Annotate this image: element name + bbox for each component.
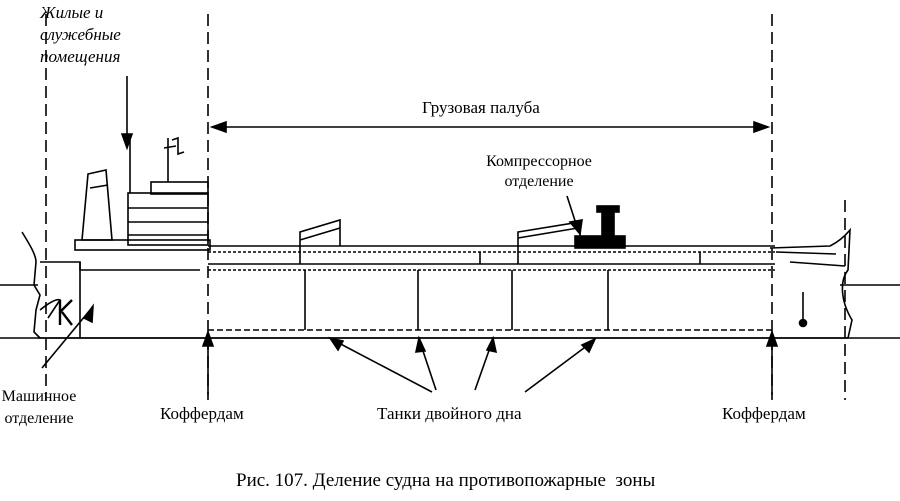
engine-line-1: Машинное <box>1 388 77 405</box>
compressor-line-2: отделение <box>504 173 574 190</box>
hull <box>21 227 853 339</box>
zone-boundaries <box>45 14 846 400</box>
engine-line-2: отделение <box>4 410 74 427</box>
double-bottom-tanks-label: Танки двойного дна <box>377 404 522 423</box>
cofferdam-left-label: Коффердам <box>160 404 244 423</box>
cofferdam-right-label: Коффердам <box>722 404 806 423</box>
deck-equipment <box>299 205 626 264</box>
living-line-2: служебные <box>40 25 121 44</box>
leader-arrows <box>41 76 779 395</box>
cargo-deck-label: Грузовая палуба <box>422 98 540 117</box>
engine-room-label: Машинное отделение <box>0 386 78 430</box>
cargo-deck-arrow <box>209 120 771 134</box>
compressor-room-label: Компрессорное отделение <box>474 152 604 192</box>
compressor-line-1: Компрессорное <box>486 153 592 170</box>
living-quarters-label: Жилые и служебные помещения <box>40 2 121 68</box>
living-line-1: Жилые и <box>40 3 104 22</box>
figure-caption: Рис. 107. Деление судна на противопожарн… <box>236 470 656 491</box>
superstructure <box>58 136 211 326</box>
waterline <box>0 284 900 339</box>
cargo-deck <box>208 245 775 331</box>
living-line-3: помещения <box>40 47 121 66</box>
